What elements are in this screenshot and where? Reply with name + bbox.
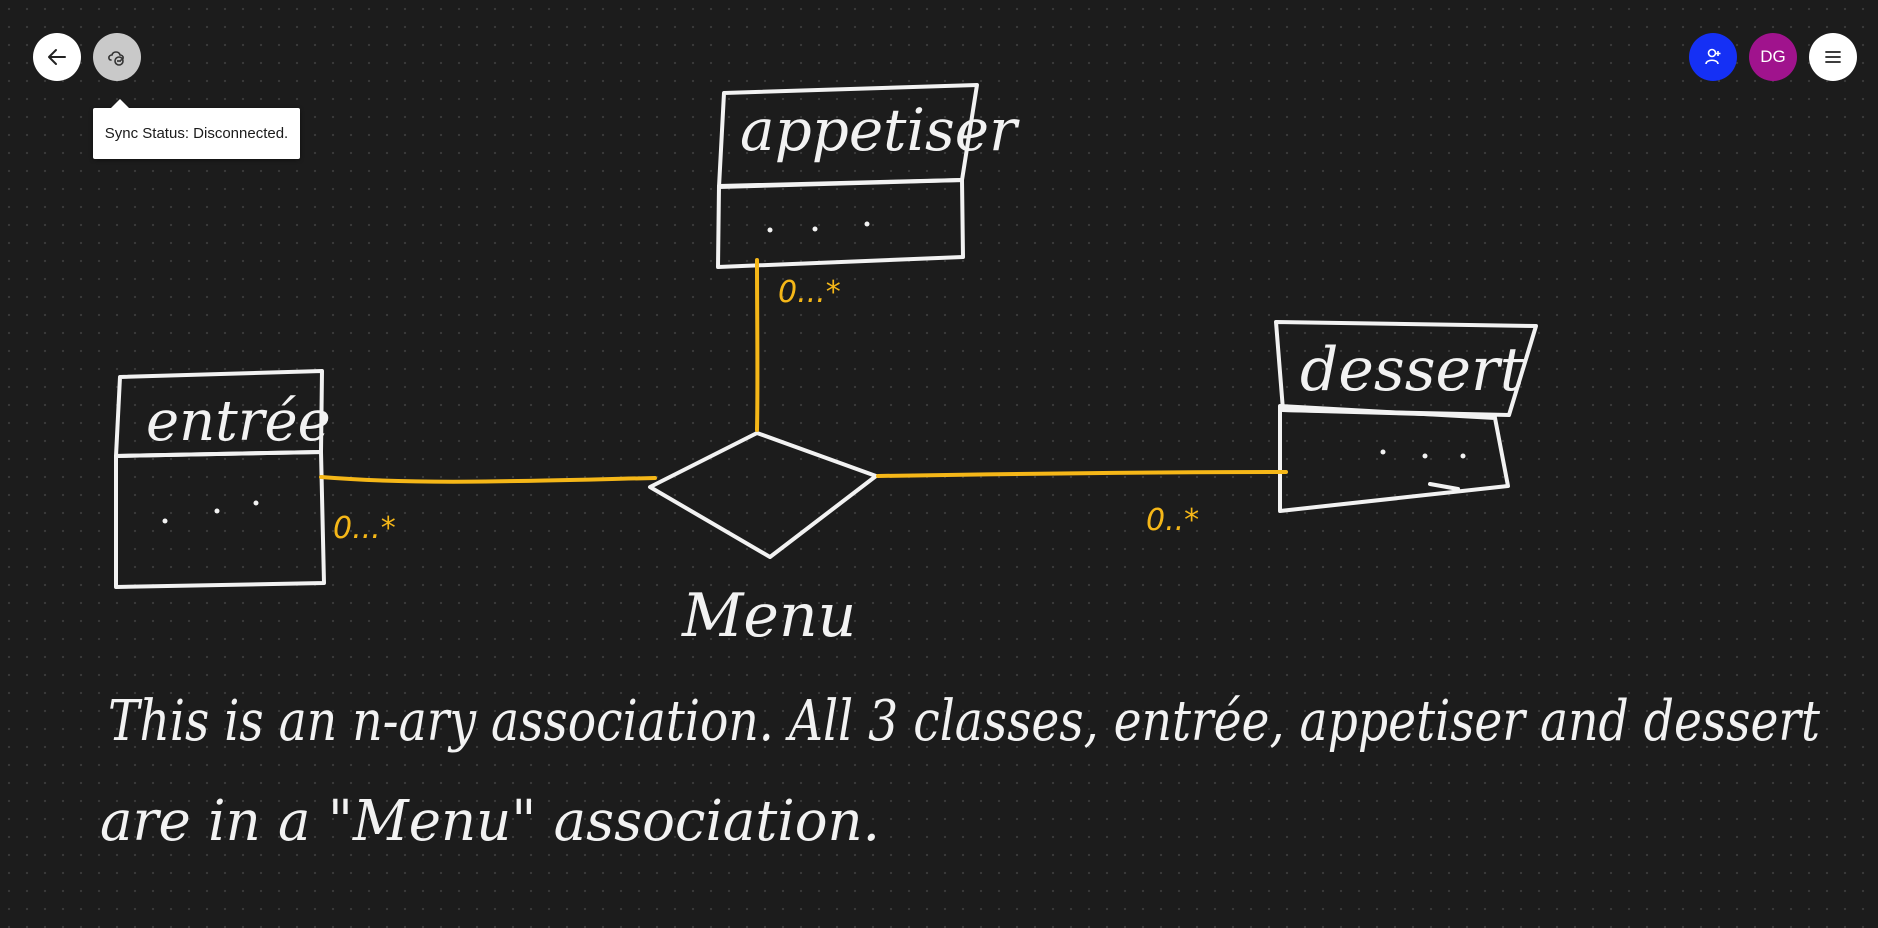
dessert-class-box — [1274, 320, 1538, 417]
multiplicity-entree: 0...* — [333, 511, 396, 546]
dessert-attr-box — [1278, 404, 1510, 513]
sync-status-text: Sync Status: Disconnected. — [104, 125, 289, 142]
sync-status-button[interactable] — [93, 33, 141, 81]
user-avatar[interactable]: DG — [1749, 33, 1797, 81]
person-add-icon — [1705, 48, 1721, 65]
multiplicity-dessert: 0..* — [1146, 503, 1199, 538]
avatar-initials: DG — [1760, 47, 1786, 66]
cloud-sync-icon — [108, 51, 124, 66]
note-line-2: are in a "Menu" association. — [100, 789, 880, 854]
hamburger-menu-icon — [1825, 51, 1841, 63]
back-button[interactable] — [33, 33, 81, 81]
share-button[interactable] — [1689, 33, 1737, 81]
arrow-left-icon — [48, 49, 66, 65]
attribute-dots — [162, 221, 1466, 524]
sync-status-tooltip: Sync Status: Disconnected. — [93, 99, 300, 159]
class-name-entree: entrée — [146, 389, 331, 454]
entree-link-line — [319, 475, 657, 484]
dessert-link-line — [876, 470, 1288, 478]
multiplicity-appetiser: 0...* — [778, 275, 841, 310]
menu-association-diamond — [648, 431, 878, 559]
class-name-appetiser: appetiser — [740, 96, 1020, 164]
note-line-1: This is an n-ary association. All 3 clas… — [108, 689, 1820, 754]
class-name-dessert: dessert — [1300, 335, 1525, 405]
association-name-menu: Menu — [681, 581, 856, 651]
main-menu-button[interactable] — [1809, 33, 1857, 81]
appetiser-attr-box — [716, 178, 965, 269]
entree-attr-box — [114, 450, 326, 589]
